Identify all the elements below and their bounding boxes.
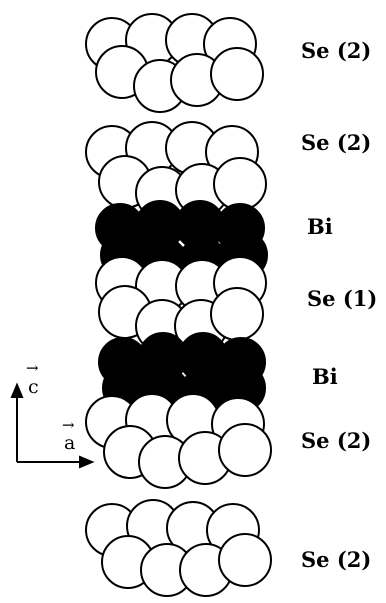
axis-c-arrow: → <box>26 359 39 377</box>
layer-se2-lower <box>85 393 272 489</box>
layer-label-7: Se (2) <box>301 547 372 572</box>
layer-label-1: Se (2) <box>301 38 372 63</box>
layer-label-5: Bi <box>312 364 338 389</box>
layer-label-4: Se (1) <box>307 286 378 311</box>
layer-label-2: Se (2) <box>301 130 372 155</box>
axis-a-label: a <box>64 432 76 454</box>
axis-c-label: c <box>28 376 39 398</box>
axis-a-arrow: → <box>62 416 75 434</box>
layer-se2-bottom <box>85 499 272 597</box>
layer-label-6: Se (2) <box>301 428 372 453</box>
layer-label-3: Bi <box>307 214 333 239</box>
axis-arrows <box>10 382 95 469</box>
layer-se2-top <box>85 13 264 113</box>
